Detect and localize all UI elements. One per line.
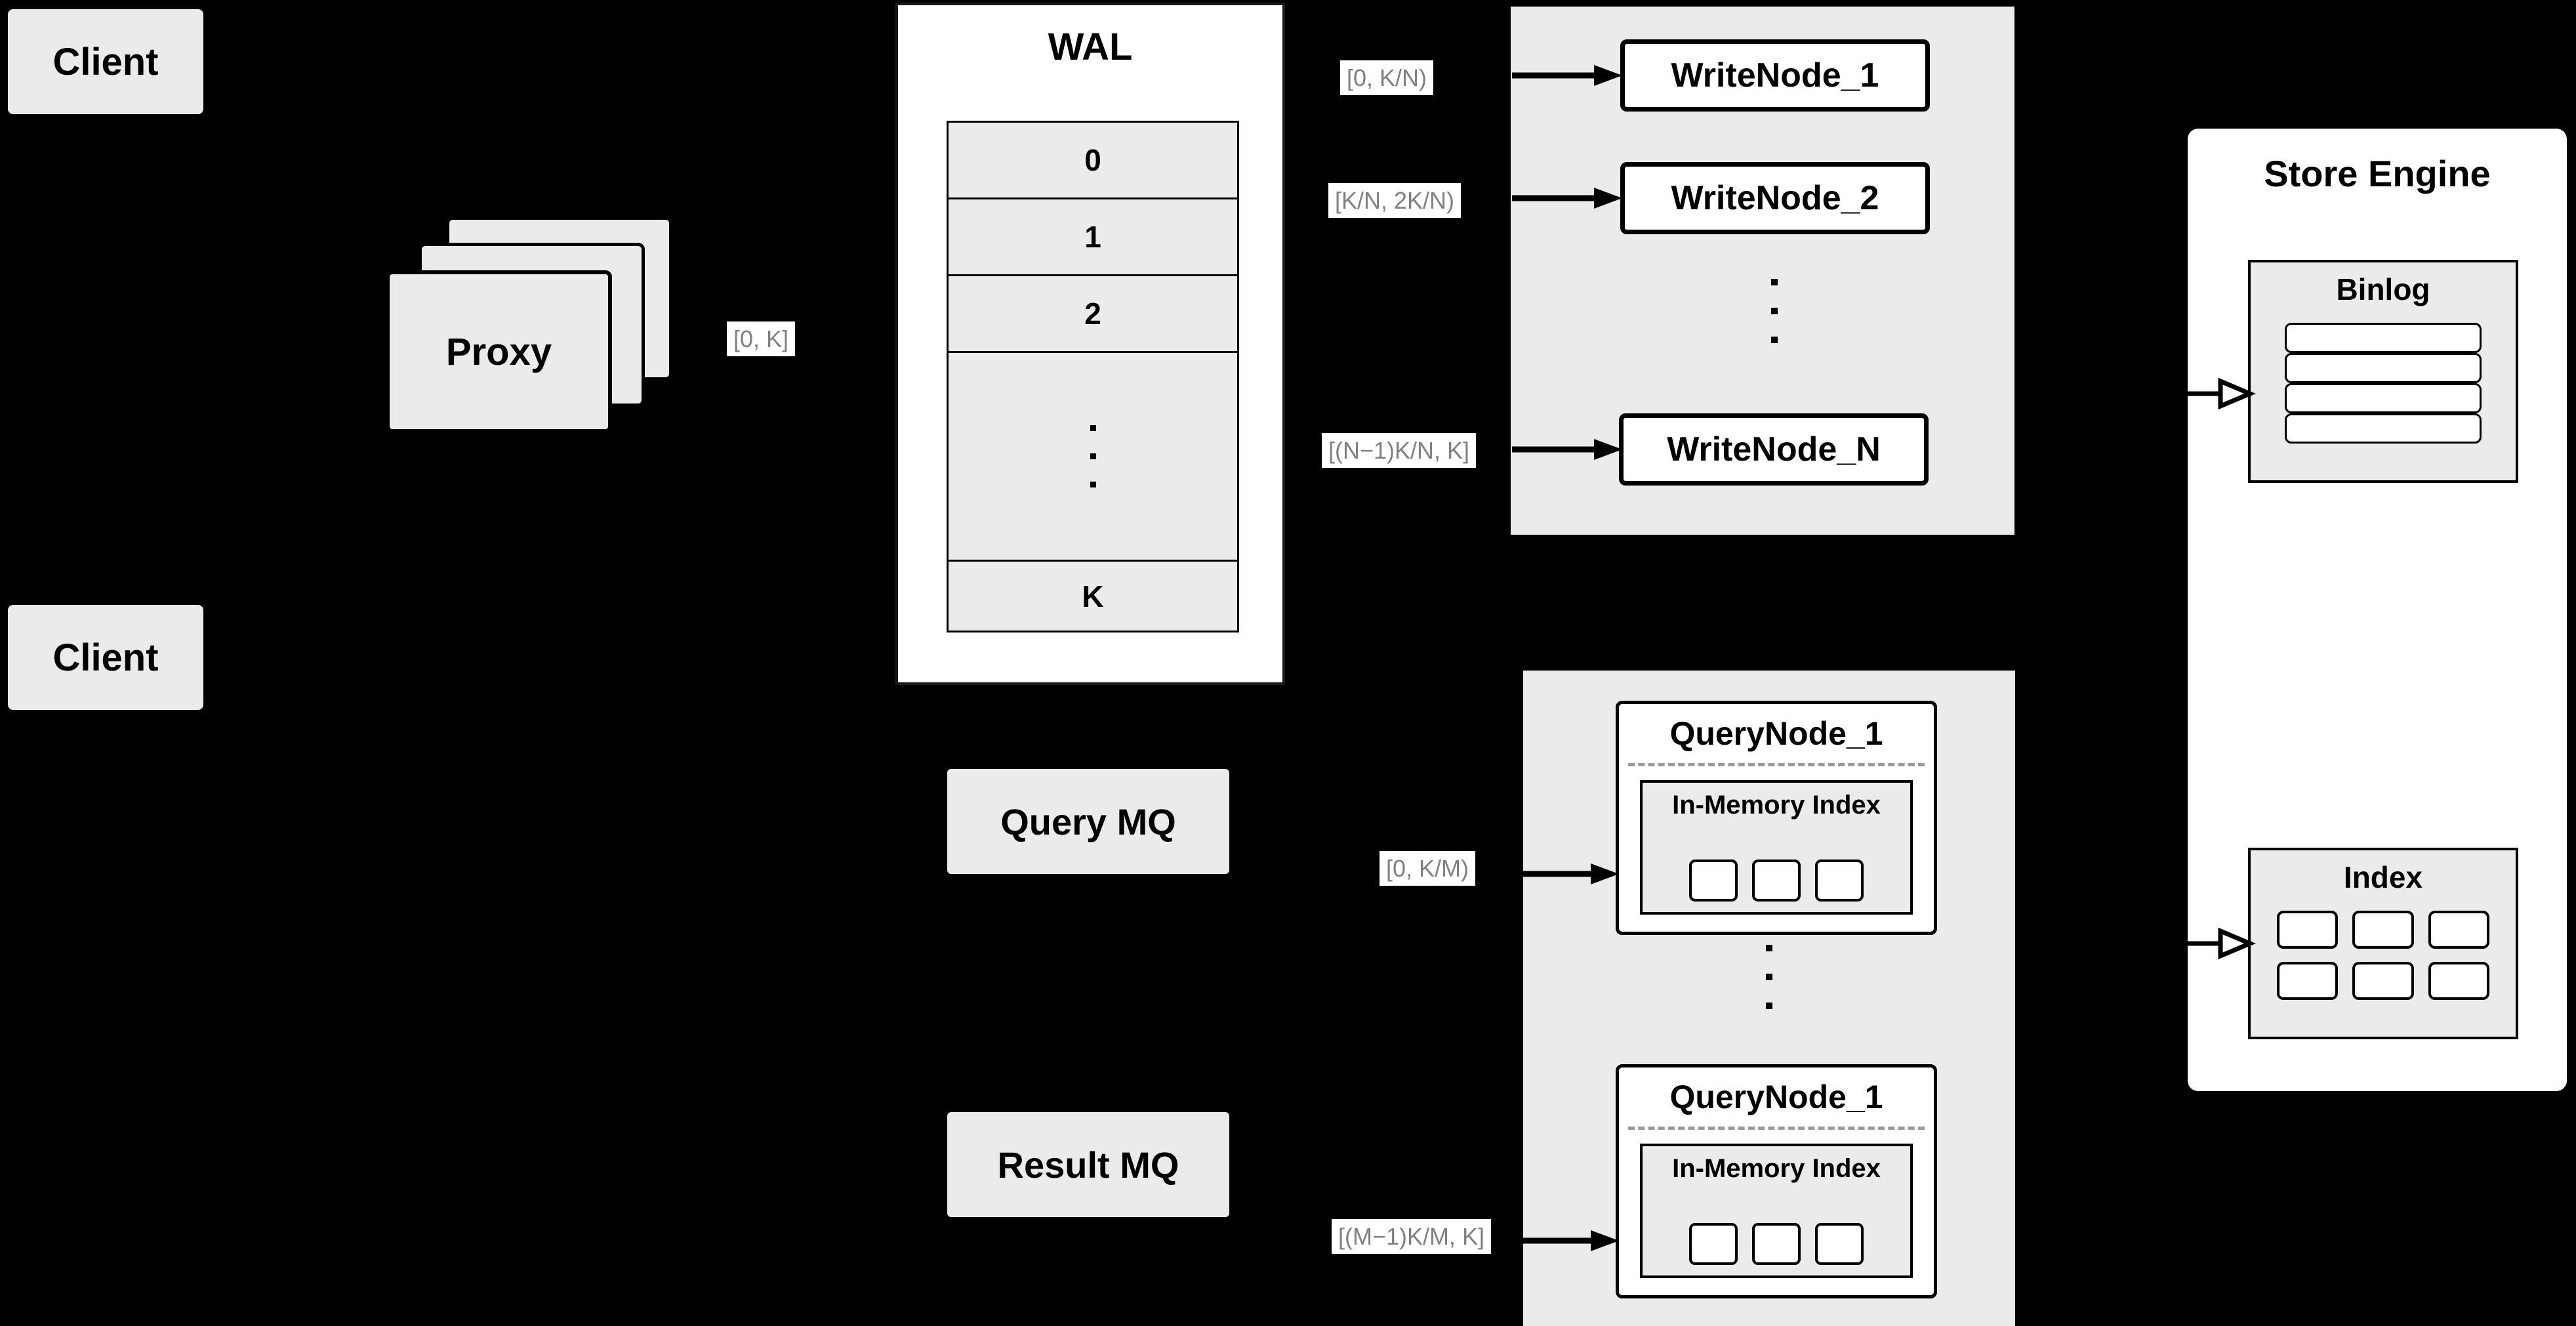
in-memory-index-cells [1643,1223,1910,1265]
binlog-row [2285,323,2482,353]
binlog-row [2285,413,2482,444]
index-cell [2277,911,2339,949]
query-node-1: QueryNode_1 In-Memory Index [1616,701,1937,935]
range-label-text: [0, K/N) [1347,64,1427,91]
write-node-n: WriteNode_N [1619,413,1929,486]
wal-row: 2 [949,276,1237,353]
wal-row: 1 [949,199,1237,276]
index-panel: Index [2248,848,2518,1039]
wal-row: 0 [949,123,1237,199]
wal-row-label: 2 [1084,297,1101,331]
query-node-divider [1628,1127,1925,1130]
in-memory-index-box: In-Memory Index [1640,780,1913,915]
arrow-to-binlog [2184,377,2256,410]
index-cell [1752,1223,1801,1265]
range-label-text: [0, K/M) [1386,855,1469,882]
in-memory-index-title: In-Memory Index [1672,791,1881,819]
range-label-text: [K/N, 2K/N) [1335,187,1455,214]
index-cell [2428,911,2489,949]
query-node-ellipsis-icon [1766,945,1772,1009]
index-cell [1752,860,1801,901]
arrow-to-query-node-1 [1514,863,1619,884]
write-node-1: WriteNode_1 [1620,39,1930,112]
arrow-to-write-node-n [1512,439,1622,460]
client-label: Client [52,40,159,83]
index-cell [1815,1223,1864,1265]
query-node-divider [1628,763,1925,766]
proxy-label: Proxy [445,330,552,373]
arrow-to-write-node-1 [1512,65,1622,86]
wal-row-ellipsis [949,353,1237,562]
client-label: Client [52,636,159,679]
range-label-query-node-m: [(M−1)K/M, K] [1332,1219,1492,1254]
index-grid [2277,911,2489,1000]
range-label-write-node-1: [0, K/N) [1340,60,1434,96]
range-label-proxy-to-wal: [0, K] [727,321,796,357]
index-cell [1815,860,1864,901]
wal-row-label: 0 [1084,143,1101,177]
range-label-query-node-1: [0, K/M) [1380,851,1476,886]
arrow-to-index [2184,927,2256,960]
binlog-panel: Binlog [2248,260,2518,483]
index-cell [2352,962,2414,1000]
query-mq-label: Query MQ [1000,800,1176,842]
index-cell [2277,962,2339,1000]
write-node-label: WriteNode_N [1667,430,1881,468]
query-node-title: QueryNode_1 [1669,1079,1883,1115]
binlog-row [2285,383,2482,413]
wal-panel: WAL 0 1 2 K [895,3,1285,685]
write-node-label: WriteNode_1 [1671,56,1879,94]
range-label-text: [(N−1)K/N, K] [1328,437,1470,464]
index-cell [2428,962,2489,1000]
result-mq-box: Result MQ [947,1112,1229,1217]
proxy-box: Proxy [386,270,612,433]
arrow-to-write-node-2 [1512,188,1622,209]
client-box-1: Client [8,9,203,114]
write-node-2: WriteNode_2 [1620,162,1930,234]
binlog-rows [2285,323,2482,444]
range-label-text: [0, K] [733,325,789,352]
client-box-2: Client [8,605,203,710]
query-node-m: QueryNode_1 In-Memory Index [1616,1064,1937,1298]
in-memory-index-title: In-Memory Index [1672,1154,1881,1183]
query-node-title: QueryNode_1 [1669,715,1883,752]
vertical-ellipsis-icon [1090,425,1096,487]
wal-row-label: 1 [1084,220,1101,254]
wal-title: WAL [1048,26,1133,68]
index-title: Index [2343,860,2423,894]
wal-row-label: K [1082,579,1104,613]
range-label-text: [(M−1)K/M, K] [1338,1223,1485,1250]
index-cell [1689,860,1738,901]
index-cell [2352,911,2414,949]
wal-table: 0 1 2 K [947,121,1239,632]
store-engine-title: Store Engine [2264,153,2491,194]
index-cell [1689,1223,1738,1265]
in-memory-index-box: In-Memory Index [1640,1144,1913,1278]
binlog-row [2285,353,2482,383]
wal-row: K [949,562,1237,631]
query-mq-box: Query MQ [947,769,1229,874]
write-node-ellipsis-icon [1771,279,1778,343]
store-engine-panel: Store Engine Binlog Index [2188,129,2567,1091]
in-memory-index-cells [1643,860,1910,901]
binlog-title: Binlog [2336,272,2430,306]
result-mq-label: Result MQ [997,1144,1179,1186]
arrow-to-query-node-m [1514,1230,1619,1251]
range-label-write-node-n: [(N−1)K/N, K] [1322,433,1477,468]
range-label-write-node-2: [K/N, 2K/N) [1328,183,1462,218]
write-node-label: WriteNode_2 [1671,179,1879,217]
